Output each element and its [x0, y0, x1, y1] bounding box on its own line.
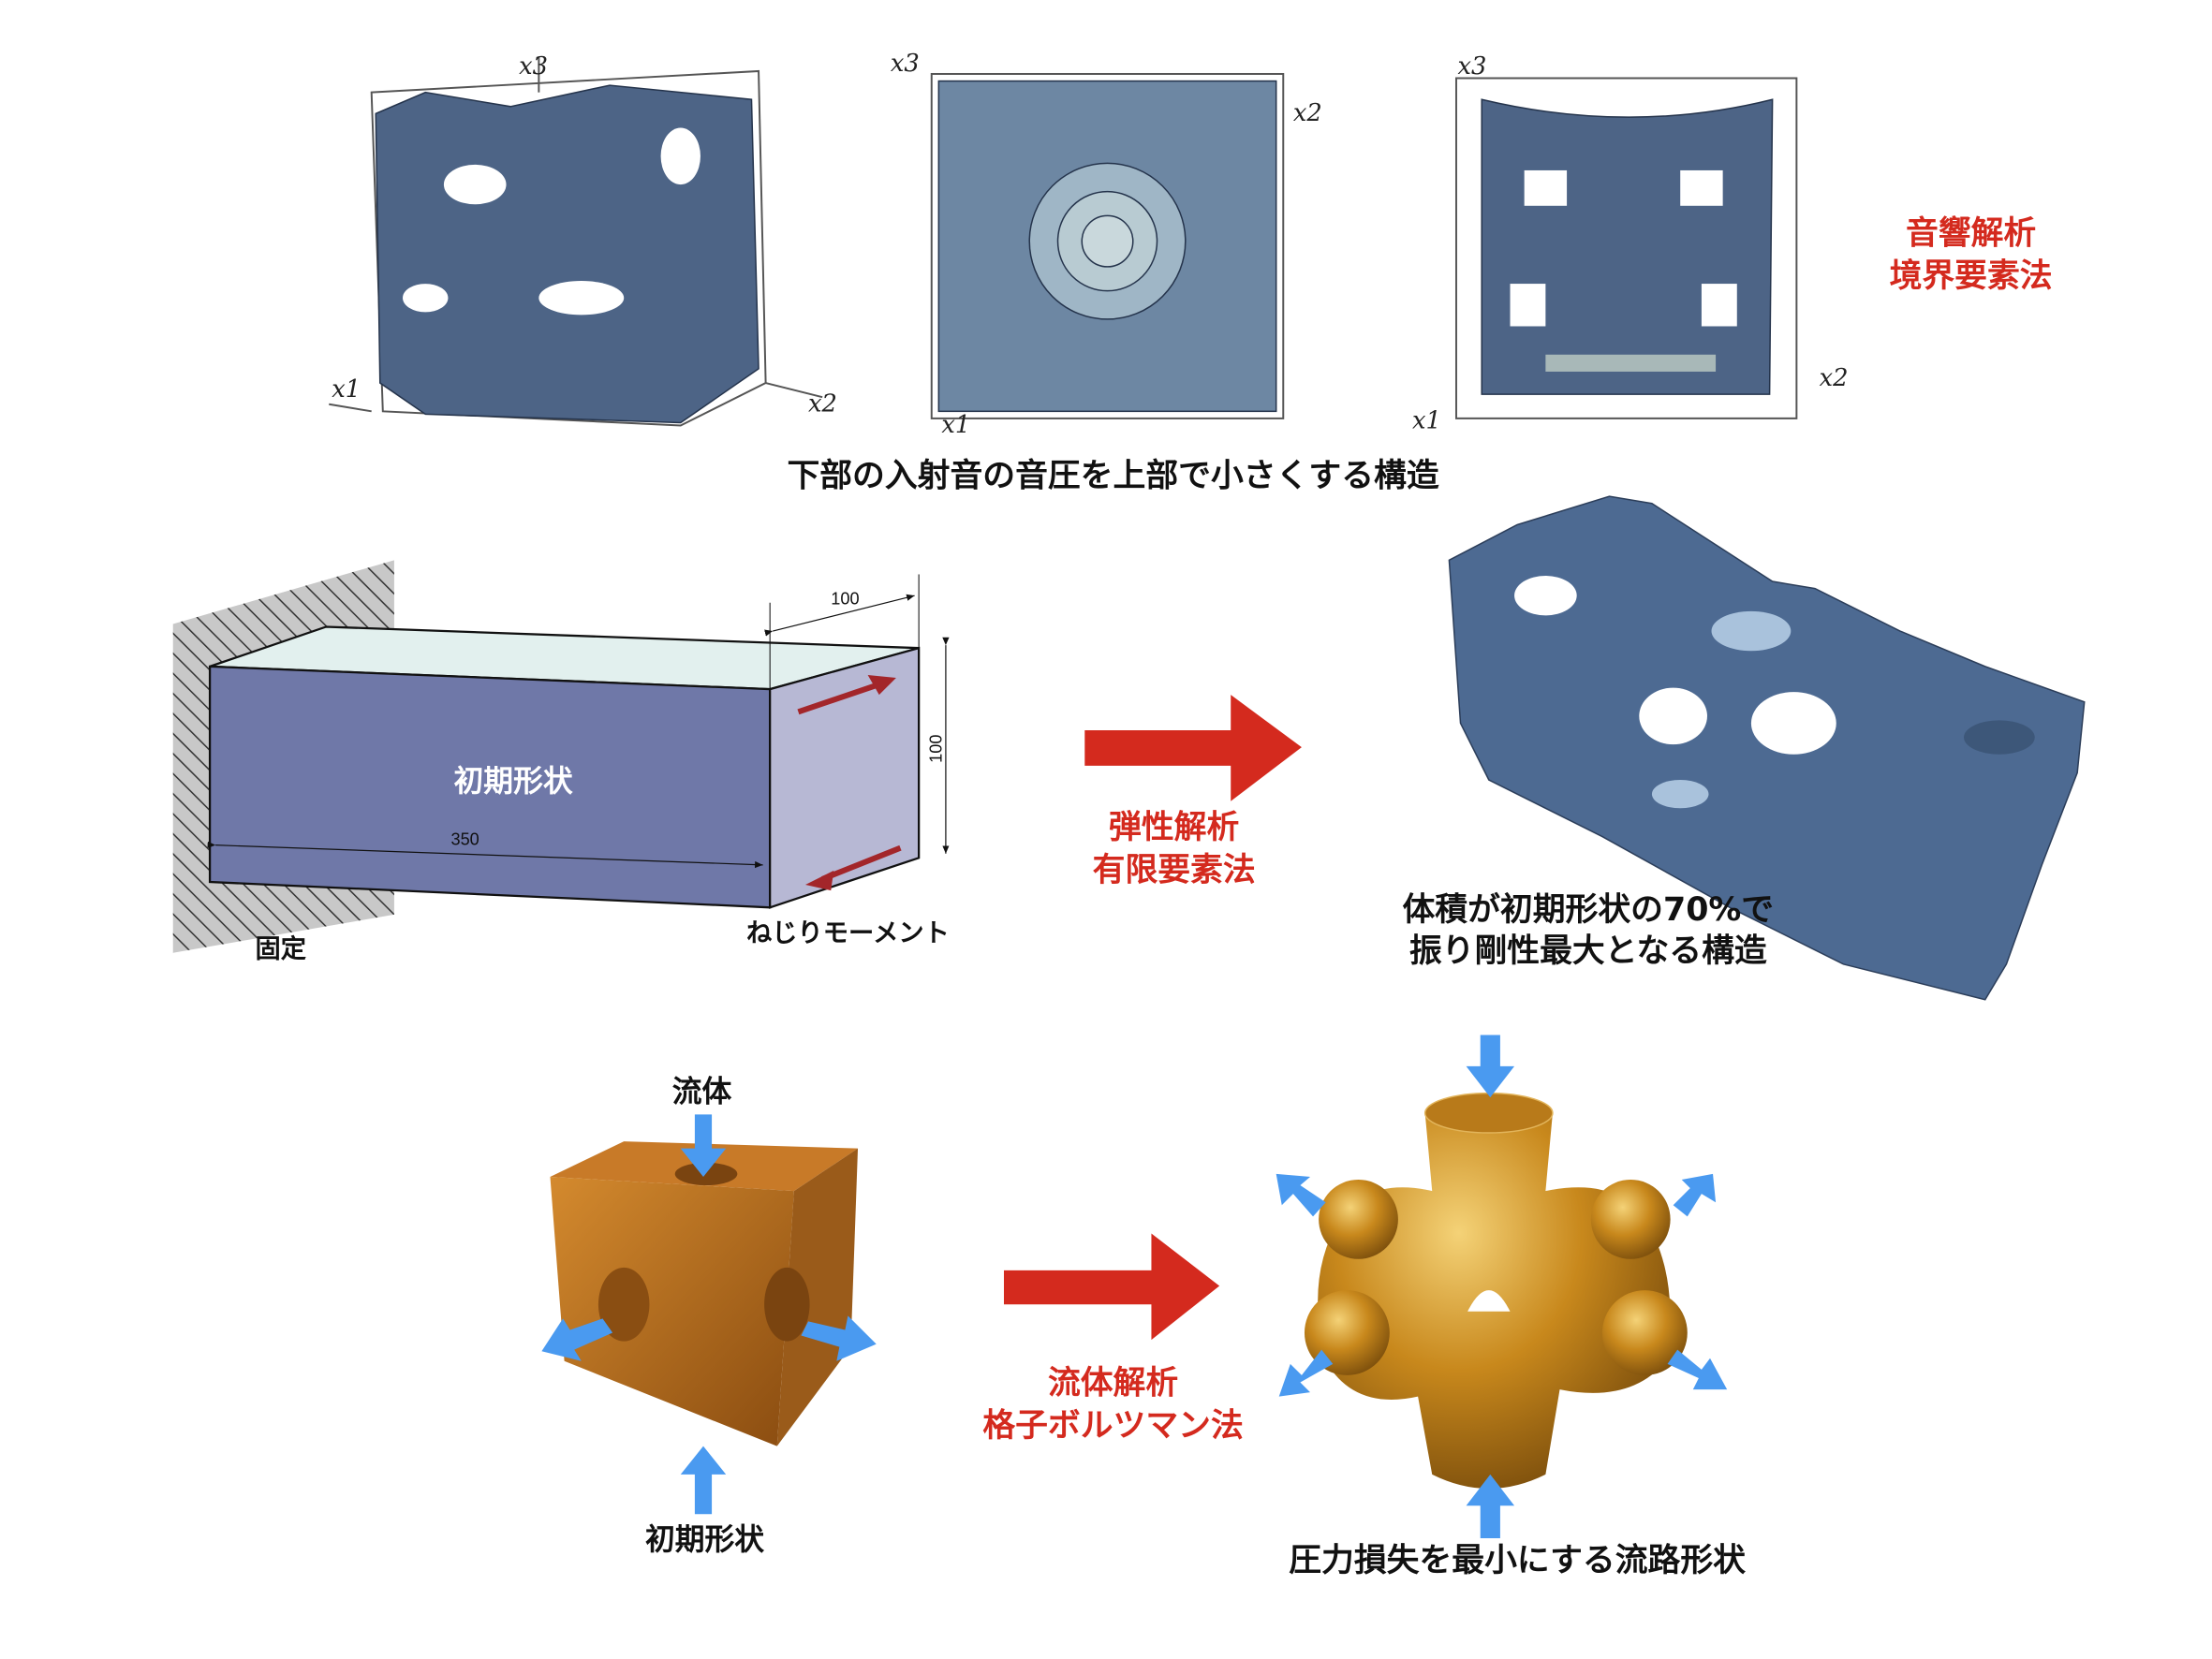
fluid-initial-cube	[541, 1114, 877, 1515]
elastic-method-label: 弾性解析	[1109, 809, 1239, 846]
acoustic-method-sublabel: 境界要素法	[1890, 257, 2053, 295]
moment-arrow-down	[821, 844, 902, 882]
acoustic-structure-view-2: x3 x2 x1	[891, 50, 1322, 439]
optimized-flow-channel	[1276, 1035, 1728, 1539]
elastic-method-sublabel: 有限要素法	[1093, 852, 1256, 889]
fluid-method-label: 流体解析	[1048, 1365, 1178, 1402]
dimension-length: 350	[450, 830, 479, 849]
axis-label-x2: x2	[1820, 364, 1849, 392]
axis-label-x1: x1	[941, 411, 970, 439]
elastic-result-caption: 体積が初期形状の70%で	[1402, 891, 1774, 929]
axis-label-x3: x3	[1457, 52, 1486, 81]
fluid-result-caption: 圧力損失を最小にする流路形状	[1289, 1542, 1746, 1579]
fluid-method-sublabel: 格子ボルツマン法	[982, 1407, 1244, 1445]
fluid-label: 流体	[672, 1075, 732, 1109]
axis-label-x2: x2	[1293, 99, 1322, 127]
torsion-moment-label: ねじりモーメント	[746, 919, 950, 948]
flow-arrows-icon	[541, 1114, 877, 1515]
fluid-initial-shape-label: 初期形状	[645, 1522, 764, 1557]
axis-label-x1: x1	[332, 375, 361, 404]
optimized-torsion-structure	[1448, 495, 2086, 1001]
axis-label-x1: x1	[1412, 407, 1441, 435]
elastic-result-caption-2: 振り剛性最大となる構造	[1409, 932, 1767, 970]
acoustic-method-label: 音響解析	[1906, 214, 2036, 253]
elastic-arrow-icon	[1084, 695, 1302, 801]
dimension-width: 100	[831, 589, 859, 608]
acoustic-structure-view-3: x3 x2 x1	[1412, 52, 1848, 435]
initial-shape-label: 初期形状	[454, 764, 573, 799]
cantilever-initial-shape: 初期形状 350 100 100 固定 ねじりモーメント	[172, 560, 950, 963]
fixed-label: 固定	[256, 933, 307, 963]
axis-label-x3: x3	[519, 52, 548, 81]
acoustic-structure-view-1: x3 x1 x2	[329, 52, 837, 427]
moment-arrow-up	[797, 681, 883, 715]
axis-label-x2: x2	[808, 389, 837, 418]
acoustic-caption: 下部の入射音の音圧を上部で小さくする構造	[787, 457, 1438, 495]
fluid-arrow-icon	[1003, 1233, 1220, 1341]
dimension-height: 100	[926, 735, 945, 763]
axis-label-x3: x3	[891, 50, 920, 78]
